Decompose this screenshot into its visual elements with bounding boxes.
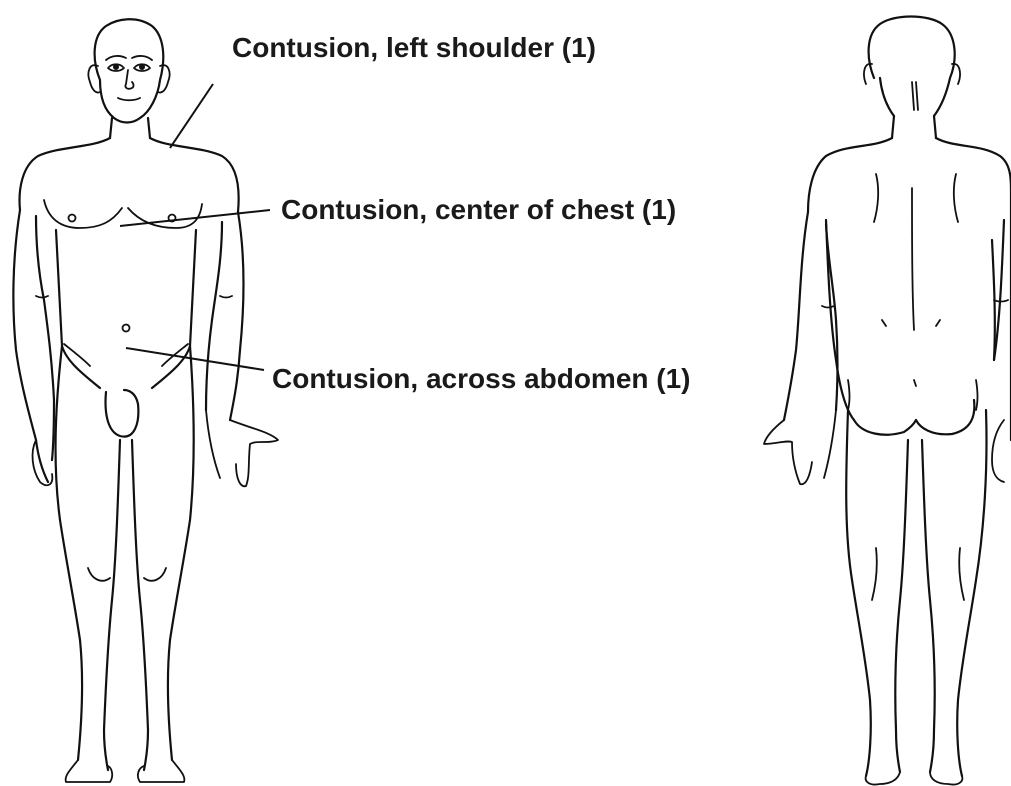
- back-neck-muscles: [912, 82, 918, 110]
- front-ear-right: [88, 65, 100, 92]
- front-groin: [106, 390, 139, 437]
- front-figure: [13, 19, 278, 782]
- back-ears: [864, 64, 960, 84]
- back-leg-right: [846, 410, 908, 776]
- back-arm-left: [992, 190, 1011, 440]
- front-nose: [125, 70, 133, 89]
- front-neck: [110, 118, 150, 138]
- front-leg-left: [132, 346, 194, 770]
- back-elbow-marks: [822, 300, 1008, 308]
- leader-shoulder: [170, 84, 213, 148]
- back-feet: [866, 772, 963, 785]
- front-hand-right: [33, 440, 53, 485]
- front-torso-sides: [56, 230, 196, 388]
- back-hip-marks: [848, 380, 978, 410]
- back-lower-marks: [882, 320, 940, 386]
- front-knees: [88, 568, 166, 581]
- back-hand-left: [992, 420, 1004, 482]
- back-shoulder-blades: [874, 174, 958, 222]
- front-navel: [123, 325, 130, 332]
- back-spine: [912, 188, 914, 330]
- back-neck: [892, 116, 936, 138]
- back-knee-marks: [872, 548, 964, 600]
- front-pupil-right: [113, 64, 119, 70]
- leader-chest: [120, 210, 270, 226]
- front-hand-left: [206, 410, 278, 486]
- back-hand-right: [764, 410, 836, 484]
- back-figure: [764, 17, 1011, 785]
- annotation-shoulder: Contusion, left shoulder (1): [232, 34, 596, 62]
- front-brow-right: [106, 56, 126, 60]
- front-pupil-left: [139, 64, 145, 70]
- annotation-abdomen: Contusion, across abdomen (1): [272, 365, 691, 393]
- back-head: [869, 17, 955, 117]
- front-leg-right: [56, 346, 120, 770]
- front-torso: [20, 138, 239, 212]
- back-arm-right: [784, 212, 838, 420]
- front-brow-left: [132, 56, 152, 60]
- front-foot-right: [66, 760, 113, 782]
- front-head: [95, 19, 164, 122]
- front-arm-left: [206, 212, 244, 420]
- front-mouth: [118, 98, 140, 100]
- back-leg-left: [922, 410, 987, 776]
- front-nipple-right: [69, 215, 76, 222]
- front-arm-right: [13, 210, 54, 482]
- back-torso: [808, 138, 1011, 212]
- back-buttocks: [854, 400, 974, 435]
- front-pectorals: [44, 200, 202, 228]
- leader-abdomen: [126, 348, 264, 370]
- annotation-chest: Contusion, center of chest (1): [281, 196, 676, 224]
- front-elbow-marks: [36, 296, 232, 298]
